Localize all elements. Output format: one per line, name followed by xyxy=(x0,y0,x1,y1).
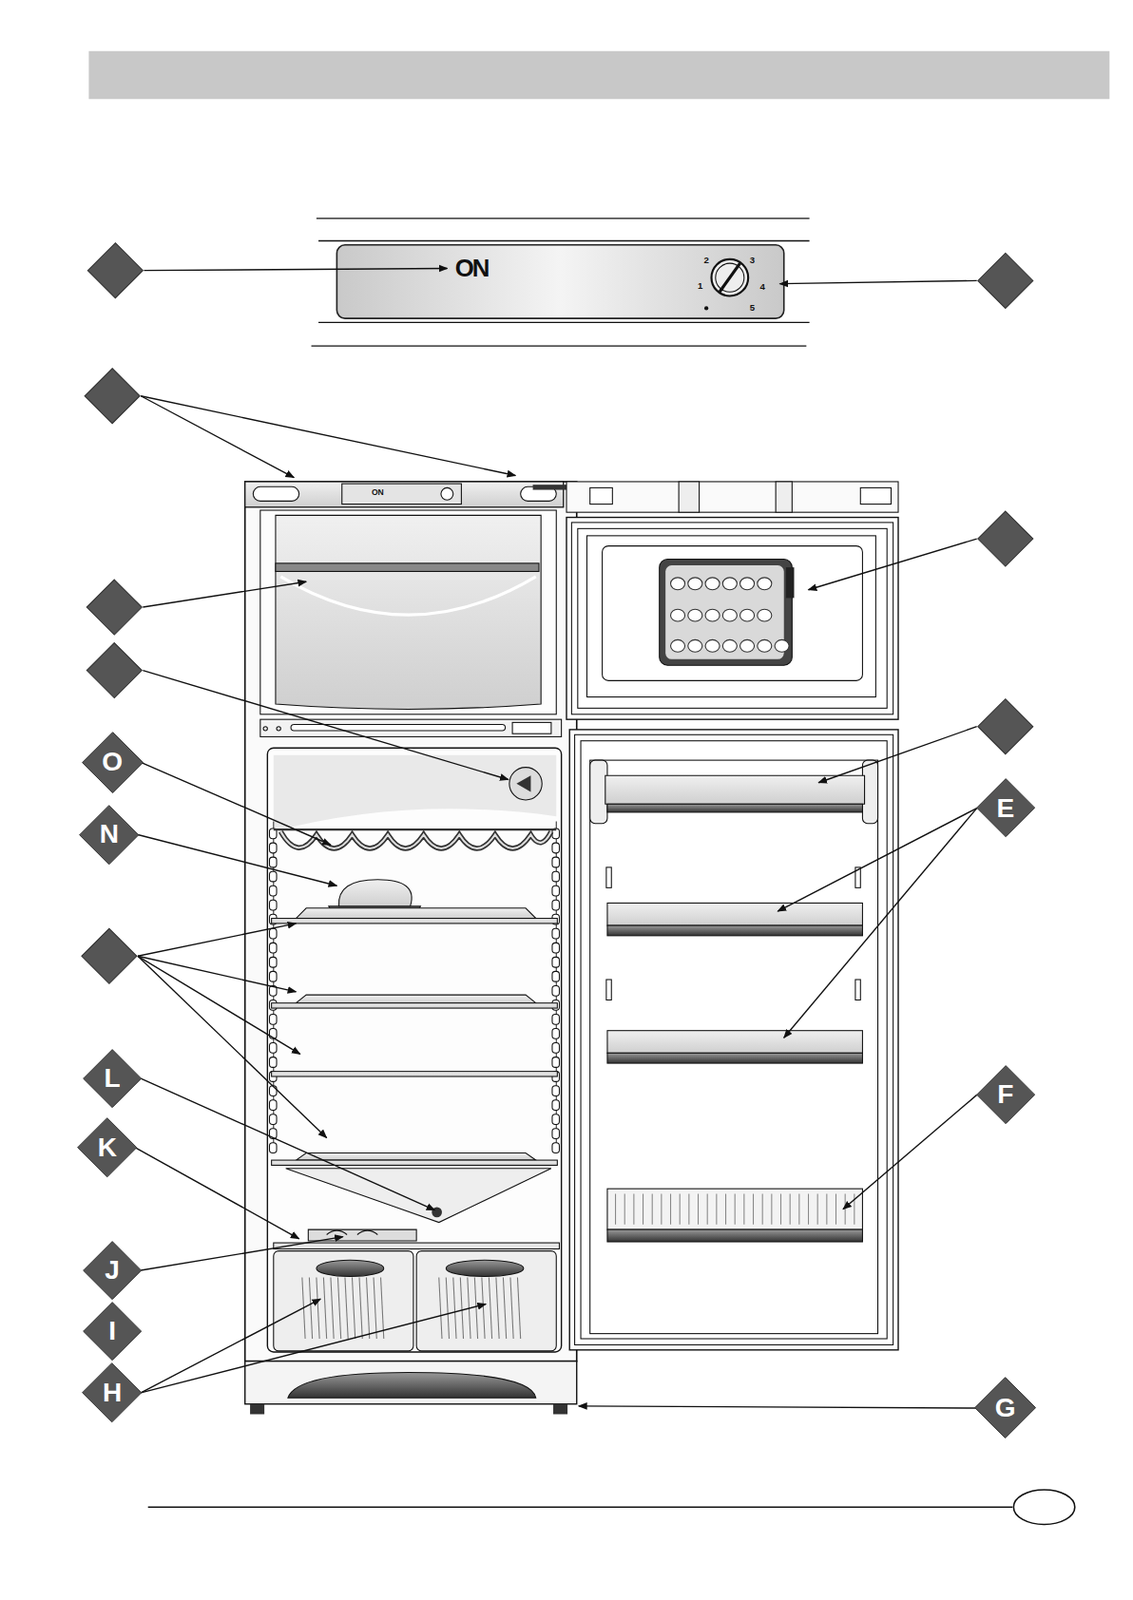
callout-letter: K xyxy=(97,1134,117,1162)
callout-letter: E xyxy=(996,795,1015,823)
callout-diamond: F xyxy=(976,1065,1036,1125)
callout-diamond: N xyxy=(78,805,139,865)
dial-number: 1 xyxy=(697,281,703,291)
callout-diamond: G xyxy=(974,1377,1037,1440)
dial-number: 4 xyxy=(759,282,765,292)
callout-diamond: I xyxy=(82,1302,142,1362)
on-indicator-text: ON xyxy=(371,488,385,498)
callout-letter: H xyxy=(102,1380,122,1407)
callout-diamond: J xyxy=(82,1241,142,1301)
on-indicator-text: ON xyxy=(455,256,489,282)
dial-number: 2 xyxy=(703,255,709,266)
callout-letter: G xyxy=(995,1395,1017,1422)
callout-diamond: O xyxy=(81,731,144,794)
dial-number: 3 xyxy=(749,255,755,266)
callout-letter: F xyxy=(997,1081,1014,1109)
callout-diamond: H xyxy=(81,1363,142,1423)
callout-diamond: K xyxy=(76,1117,137,1178)
callout-letter: L xyxy=(104,1065,121,1093)
callout-letter: J xyxy=(104,1257,120,1285)
callout-diamond: L xyxy=(82,1049,142,1109)
callout-letter: O xyxy=(101,748,123,776)
callout-letter: I xyxy=(108,1318,116,1345)
dial-number: 5 xyxy=(749,303,755,313)
callout-letter: N xyxy=(99,821,119,848)
callout-diamond: E xyxy=(976,778,1036,838)
